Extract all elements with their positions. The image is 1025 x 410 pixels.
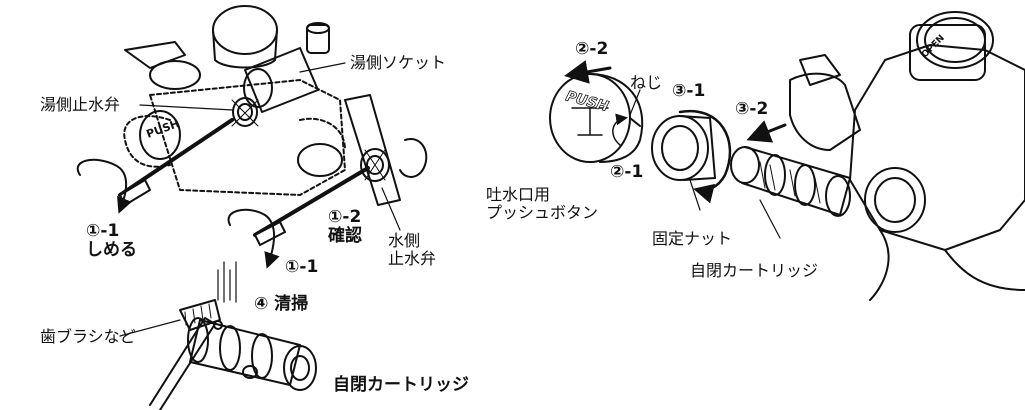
- cleaning-cartridge: [187, 317, 317, 391]
- water-valve-label: 水側 止水弁: [388, 231, 437, 269]
- leader-toothbrush: [119, 319, 181, 337]
- water-valve-label-line2: 止水弁: [388, 249, 437, 269]
- leader-water-valve: [381, 187, 401, 231]
- faucet-body-right: [789, 11, 1025, 301]
- step-1-2: ①-2 確認: [328, 208, 362, 245]
- step-2-1: ②-1: [610, 162, 644, 182]
- leader-cartridge-right: [759, 199, 781, 239]
- hot-socket-label: 湯側ソケット: [350, 53, 447, 72]
- step-1-2-text: 確認: [328, 225, 362, 246]
- arrow-2-2: [564, 60, 612, 84]
- arrow-3-2: [746, 120, 787, 143]
- cartridge-part-right: [730, 146, 851, 217]
- step-3-2: ③-2: [735, 99, 769, 119]
- step-1-1-lower: ①-1: [285, 257, 319, 277]
- fixing-nut-label: 固定ナット: [652, 229, 733, 248]
- leader-fixing-nut: [689, 179, 701, 211]
- cartridge-label-left: 自閉カートリッジ: [333, 375, 469, 395]
- fixing-nut-part: [651, 115, 716, 181]
- step-2-2: ②-2: [575, 39, 609, 59]
- leader-hot-socket: [299, 62, 346, 73]
- screw-part: [612, 113, 641, 146]
- push-button-label: 吐水口用 プッシュボタン: [486, 185, 599, 223]
- leader-hot-valve: [139, 104, 234, 111]
- screw-label: ねじ: [630, 73, 663, 92]
- step-3-1: ③-1: [672, 81, 706, 101]
- leader-screw: [629, 89, 641, 116]
- rotate-arrow-3-1: [678, 109, 732, 204]
- hot-valve-label: 湯側止水弁: [40, 95, 121, 114]
- water-valve-label-line1: 水側: [388, 231, 421, 250]
- rinse-lines: [217, 261, 237, 303]
- rotate-arrow-upper: [76, 158, 132, 214]
- step-1-1-upper-num: ①-1: [86, 221, 120, 241]
- faucet-body-left: [123, 5, 428, 206]
- push-button-label-line2: プッシュボタン: [486, 203, 599, 223]
- step-1-1-upper-text: しめる: [86, 239, 137, 260]
- step-1-2-num: ①-2: [328, 207, 362, 227]
- rotate-arrow-lower: [227, 208, 280, 269]
- screwdriver-lower: [253, 166, 370, 246]
- step-1-1-upper: ①-1 しめる: [86, 222, 137, 259]
- push-button-label-line1: 吐水口用: [486, 185, 551, 204]
- cartridge-label-right: 自閉カートリッジ: [690, 261, 819, 280]
- step-4-clean: ④ 清掃: [254, 294, 309, 314]
- toothbrush: [149, 299, 221, 410]
- push-text-button: PUSH: [564, 88, 610, 115]
- push-button-part: [549, 73, 644, 163]
- toothbrush-label: 歯ブラシなど: [40, 327, 136, 346]
